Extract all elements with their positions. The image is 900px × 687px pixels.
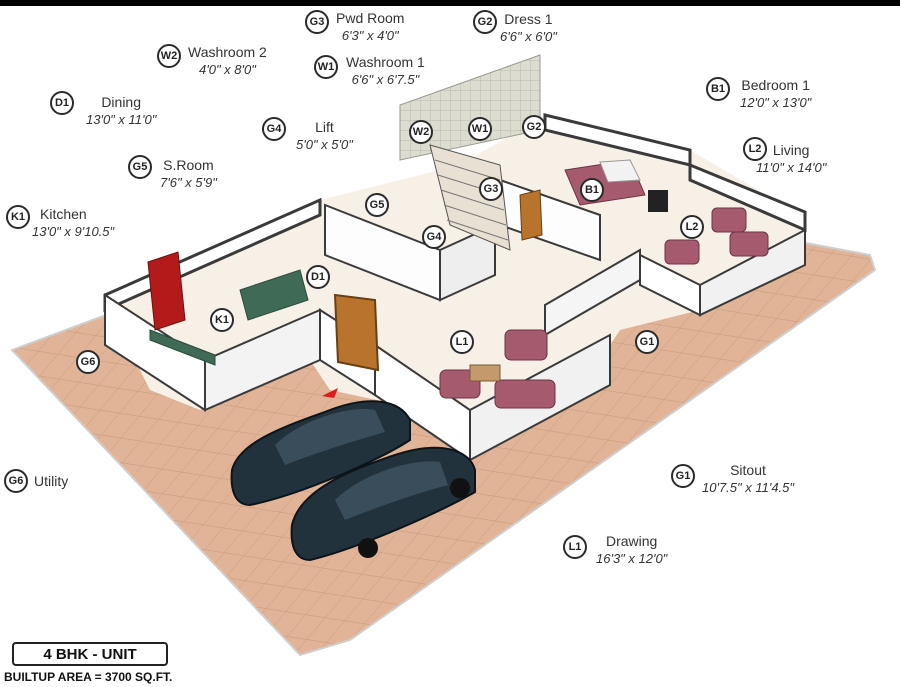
room-dimensions: 13'0" x 9'10.5" [32, 224, 115, 239]
drawing-sofa-set [439, 329, 556, 409]
legend-badge-g4: G4 [262, 117, 286, 141]
plan-badge-l2: L2 [680, 215, 704, 239]
legend-label-washroom-2: Washroom 2 4'0" x 8'0" [188, 44, 267, 78]
legend-badge-l2: L2 [743, 137, 767, 161]
plan-badge-w1: W1 [468, 117, 492, 141]
room-dimensions: 4'0" x 8'0" [199, 62, 256, 77]
plan-badge-w2: W2 [409, 120, 433, 144]
legend-badge-w1: W1 [314, 55, 338, 79]
plan-badge-g1: G1 [635, 330, 659, 354]
room-name: Pwd Room [336, 10, 405, 26]
room-name: Washroom 2 [188, 44, 267, 60]
legend-label-dining: Dining 13'0" x 11'0" [86, 94, 156, 128]
kitchen-counter-front [149, 329, 216, 366]
car-front [290, 446, 476, 562]
legend-label-living: Living 11'0" x 14'0" [756, 142, 826, 176]
legend-badge-l1: L1 [563, 535, 587, 559]
room-dimensions: 6'3" x 4'0" [341, 28, 399, 43]
room-name: Lift [315, 119, 334, 135]
legend-label-pwd-room: Pwd Room 6'3" x 4'0" [336, 10, 404, 44]
plan-badge-l1: L1 [450, 330, 474, 354]
room-dimensions: 13'0" x 11'0" [86, 112, 157, 127]
kitchen-counter [239, 269, 309, 321]
legend-label-washroom-1: Washroom 1 6'6" x 6'7.5" [346, 54, 425, 88]
legend-badge-k1: K1 [6, 205, 30, 229]
legend-badge-b1: B1 [706, 77, 730, 101]
living-sofa-set [664, 207, 769, 265]
room-name: S.Room [163, 157, 214, 173]
tv-unit [648, 190, 668, 212]
staircase [429, 144, 511, 251]
top-border [0, 0, 900, 6]
room-dimensions: 16'3" x 12'0" [596, 551, 668, 566]
room-name: Bedroom 1 [741, 77, 810, 93]
room-name: Sitout [730, 462, 766, 478]
room-dimensions: 11'0" x 14'0" [756, 160, 827, 175]
entrance-arrow [322, 388, 338, 398]
legend-label-lift: Lift 5'0" x 5'0" [296, 119, 353, 153]
room-name: Dress 1 [504, 11, 553, 27]
main-door [333, 293, 380, 372]
builtup-area: BUILTUP AREA = 3700 SQ.FT. [4, 670, 173, 684]
wall-living-right [699, 228, 806, 317]
legend-label-drawing: Drawing 16'3" x 12'0" [596, 533, 667, 567]
plan-badge-g2: G2 [522, 115, 546, 139]
plan-badge-b1: B1 [580, 178, 604, 202]
room-dimensions: 6'6" x 6'0" [500, 29, 557, 44]
room-name: Utility [34, 473, 69, 489]
room-name: Living [772, 142, 810, 158]
legend-label-kitchen: Kitchen 13'0" x 9'10.5" [32, 206, 114, 240]
legend-badge-w2: W2 [157, 44, 181, 68]
legend-label-s-room: S.Room 7'6" x 5'9" [160, 157, 217, 191]
room-dimensions: 10'7.5" x 11'4.5" [702, 480, 795, 495]
room-name: Dining [101, 94, 142, 110]
car-rear [230, 400, 411, 507]
refrigerator [147, 251, 186, 331]
plan-badge-g3: G3 [479, 177, 503, 201]
plan-badge-d1: D1 [306, 265, 330, 289]
room-dimensions: 6'6" x 6'7.5" [351, 72, 420, 87]
legend-label-dress-1: Dress 1 6'6" x 6'0" [500, 11, 557, 45]
room-name: Drawing [605, 533, 658, 549]
legend-badge-g6: G6 [4, 469, 28, 493]
plan-badge-g4: G4 [422, 225, 446, 249]
legend-badge-d1: D1 [50, 91, 74, 115]
room-name: Kitchen [40, 206, 87, 222]
room-dimensions: 12'0" x 13'0" [740, 95, 812, 110]
room-dimensions: 5'0" x 5'0" [296, 137, 353, 152]
legend-badge-g1: G1 [671, 464, 695, 488]
plan-badge-k1: K1 [210, 308, 234, 332]
unit-type-box: 4 BHK - UNIT [12, 642, 168, 666]
legend-label-sitout: Sitout 10'7.5" x 11'4.5" [702, 462, 794, 496]
plan-badge-g5: G5 [365, 193, 389, 217]
legend-badge-g2: G2 [473, 10, 497, 34]
room-dimensions: 7'6" x 5'9" [160, 175, 217, 190]
room-name: Washroom 1 [346, 54, 425, 70]
legend-badge-g3: G3 [305, 10, 329, 34]
legend-label-utility: Utility [34, 473, 68, 490]
legend-label-bedroom-1: Bedroom 1 12'0" x 13'0" [740, 77, 811, 111]
bedroom-door [519, 189, 543, 241]
plan-badge-g6: G6 [76, 350, 100, 374]
legend-badge-g5: G5 [128, 155, 152, 179]
